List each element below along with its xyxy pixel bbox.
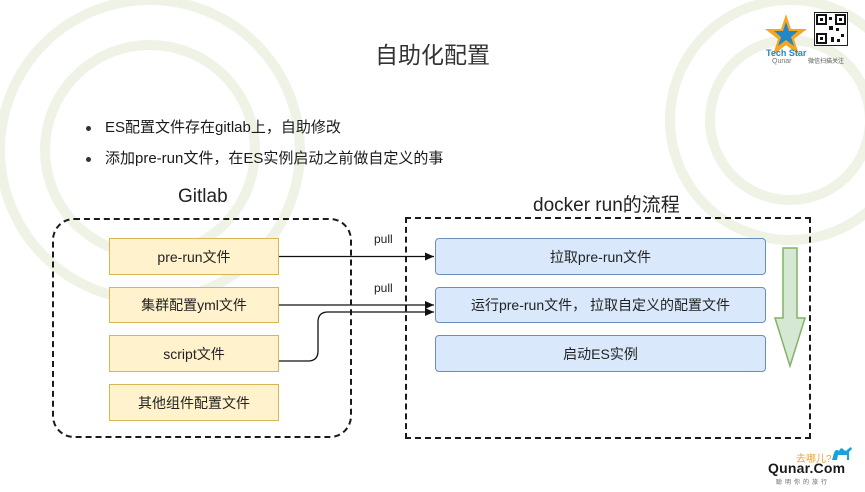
slide-title: 自助化配置: [375, 42, 490, 68]
bullet-dot-icon: [86, 126, 91, 131]
qr-caption: 微信扫描关注: [808, 59, 845, 65]
file-box-label: script文件: [163, 345, 225, 362]
step-box-label: 启动ES实例: [563, 345, 638, 362]
camel-icon: [832, 447, 852, 460]
file-box-pre-run: pre-run文件: [109, 238, 279, 275]
bottom-logo-tagline: 聪明你的旅行: [776, 480, 831, 486]
step-box-fetch-pre-run: 拉取pre-run文件: [435, 238, 766, 275]
step-box-run-pre-run: 运行pre-run文件， 拉取自定义的配置文件: [435, 287, 766, 323]
star-logo-icon: [765, 14, 807, 55]
file-box-label: pre-run文件: [157, 248, 231, 265]
top-logo-text: Tech Star: [766, 48, 807, 58]
bullet-text: 添加pre-run文件，在ES实例启动之前做自定义的事: [105, 150, 444, 167]
file-box-cluster-yml: 集群配置yml文件: [109, 287, 279, 323]
gitlab-group-label: Gitlab: [178, 186, 228, 207]
qr-code-icon: [814, 12, 848, 46]
bullet-dot-icon: [86, 157, 91, 162]
step-box-start-es: 启动ES实例: [435, 335, 766, 372]
file-box-script: script文件: [109, 335, 279, 372]
bottom-logo-cn: 去哪儿?: [796, 454, 832, 465]
edge-label-pull: pull: [374, 281, 393, 295]
step-box-label: 运行pre-run文件， 拉取自定义的配置文件: [470, 297, 731, 313]
docker-group-container: [405, 217, 811, 439]
step-box-label: 拉取pre-run文件: [549, 248, 652, 265]
edge-label-pull: pull: [374, 232, 393, 246]
top-logo-subtext: Qunar: [772, 58, 792, 65]
file-box-label: 其他组件配置文件: [138, 394, 250, 411]
flow-down-arrow-icon: [773, 247, 807, 369]
gitlab-group-container: [52, 218, 352, 438]
bullet-list: ES配置文件存在gitlab上，自助修改 添加pre-run文件，在ES实例启动…: [85, 118, 443, 180]
arrow-script-to-run: [279, 308, 434, 362]
docker-group-label: docker run的流程: [533, 195, 680, 216]
file-box-label: 集群配置yml文件: [141, 297, 247, 313]
file-box-other-config: 其他组件配置文件: [109, 384, 279, 421]
bullet-item: 添加pre-run文件，在ES实例启动之前做自定义的事: [85, 149, 443, 180]
bullet-text: ES配置文件存在gitlab上，自助修改: [105, 119, 341, 136]
bullet-item: ES配置文件存在gitlab上，自助修改: [85, 118, 443, 149]
bottom-logo-text: Qunar.Com: [768, 460, 846, 476]
